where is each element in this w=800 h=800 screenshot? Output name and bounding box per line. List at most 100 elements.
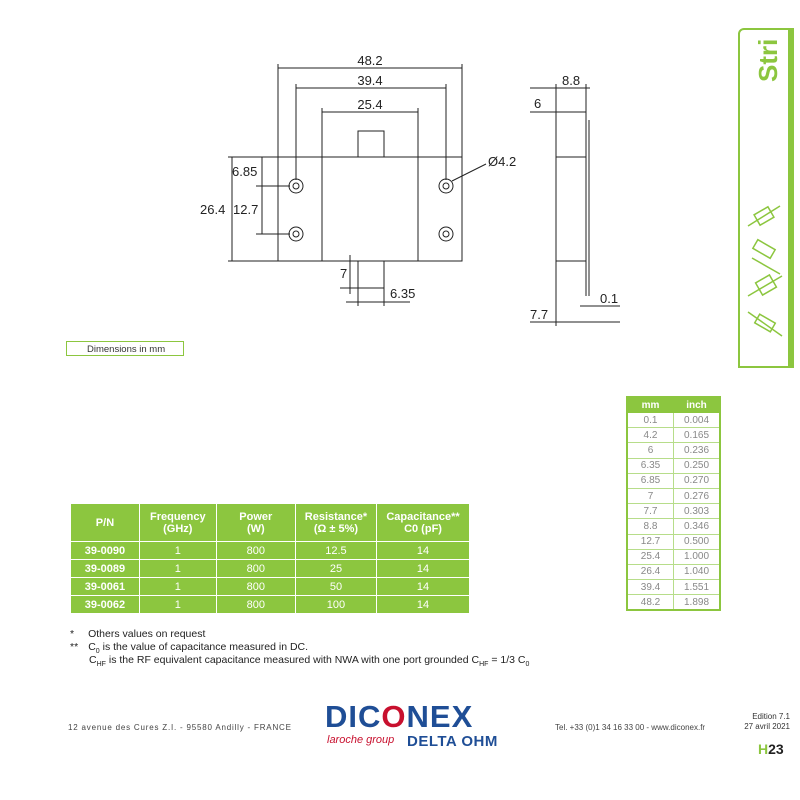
cell-inch: 0.276 xyxy=(673,487,721,505)
mechanical-drawing: 48.2 39.4 25.4 6.85 26.4 12.7 Ø4.2 7 6.3… xyxy=(200,53,620,326)
cell-inch: 0.500 xyxy=(673,533,721,550)
dim-7-7: 7.7 xyxy=(530,307,548,322)
cell-pn: 39-0062 xyxy=(70,595,140,614)
cell-resistance: 50 xyxy=(294,577,378,596)
footnote-1: *Others values on request xyxy=(70,628,206,640)
cell-frequency: 1 xyxy=(138,559,217,578)
header-mm: mm xyxy=(626,396,674,413)
cell-capacitance: 14 xyxy=(376,595,470,614)
cell-inch: 1.000 xyxy=(673,548,721,565)
cell-frequency: 1 xyxy=(138,541,217,560)
cell-mm: 39.4 xyxy=(626,579,674,596)
cell-inch: 0.303 xyxy=(673,503,721,520)
dimensions-note: Dimensions in mm xyxy=(66,341,184,356)
cell-inch: 0.346 xyxy=(673,518,721,535)
edition-date: 27 avril 2021 xyxy=(744,722,790,731)
cell-resistance: 100 xyxy=(294,595,378,614)
cell-mm: 4.2 xyxy=(626,427,674,444)
edition-label: Edition 7.1 xyxy=(752,712,790,721)
page-number: H23 xyxy=(758,741,784,757)
cell-mm: 8.8 xyxy=(626,518,674,535)
cell-pn: 39-0090 xyxy=(70,541,140,560)
logo-subtitle: laroche group xyxy=(327,734,395,746)
footer-address: 12 avenue des Cures Z.I. - 95580 Andilly… xyxy=(68,723,292,732)
cell-pn: 39-0061 xyxy=(70,577,140,596)
dim-26-4: 26.4 xyxy=(200,202,225,217)
cell-power: 800 xyxy=(215,577,296,596)
cell-frequency: 1 xyxy=(138,577,217,596)
cell-mm: 0.1 xyxy=(626,411,674,429)
cell-inch: 1.551 xyxy=(673,579,721,596)
dim-6: 6 xyxy=(534,96,541,111)
cell-capacitance: 14 xyxy=(376,559,470,578)
dim-6-35: 6.35 xyxy=(390,286,415,301)
footnote-2: **C0 is the value of capacitance measure… xyxy=(70,641,309,656)
header-capacitance: Capacitance**C0 (pF) xyxy=(376,503,470,542)
dim-8-8: 8.8 xyxy=(562,73,580,88)
cell-mm: 7 xyxy=(626,487,674,505)
cell-resistance: 12.5 xyxy=(294,541,378,560)
dim-12-7: 12.7 xyxy=(233,202,258,217)
cell-mm: 6.85 xyxy=(626,472,674,489)
footer-contact: Tel. +33 (0)1 34 16 33 00 - www.diconex.… xyxy=(555,723,706,732)
cell-mm: 12.7 xyxy=(626,533,674,550)
section-side-tab xyxy=(738,28,794,368)
cell-inch: 1.040 xyxy=(673,563,721,581)
diconex-logo: DICONEX xyxy=(325,699,474,734)
header-inch: inch xyxy=(673,396,721,413)
cell-inch: 0.004 xyxy=(673,411,721,429)
dim-6-85: 6.85 xyxy=(232,164,257,179)
dim-48-2: 48.2 xyxy=(357,53,382,68)
component-icons xyxy=(747,205,783,337)
logo-delta-ohm: DELTA OHM xyxy=(407,733,498,750)
header-power: Power(W) xyxy=(215,503,296,542)
cell-mm: 25.4 xyxy=(626,548,674,565)
cell-frequency: 1 xyxy=(138,595,217,614)
cell-mm: 7.7 xyxy=(626,503,674,520)
cell-inch: 0.236 xyxy=(673,442,721,459)
header-frequency: Frequency(GHz) xyxy=(138,503,217,542)
cell-power: 800 xyxy=(215,559,296,578)
dim-7: 7 xyxy=(340,266,347,281)
cell-power: 800 xyxy=(215,541,296,560)
cell-power: 800 xyxy=(215,595,296,614)
cell-mm: 6.35 xyxy=(626,457,674,474)
header-resistance: Resistance*(Ω ± 5%) xyxy=(294,503,378,542)
dim-39-4: 39.4 xyxy=(357,73,382,88)
product-table: P/N Frequency(GHz) Power(W) Resistance*(… xyxy=(70,503,470,614)
footnote-3: CHF is the RF equivalent capacitance mea… xyxy=(89,654,530,669)
cell-capacitance: 14 xyxy=(376,577,470,596)
cell-capacitance: 14 xyxy=(376,541,470,560)
cell-inch: 0.270 xyxy=(673,472,721,489)
cell-mm: 48.2 xyxy=(626,594,674,611)
dim-hole: Ø4.2 xyxy=(488,154,516,169)
side-tab-label: Stri xyxy=(753,38,783,82)
cell-mm: 26.4 xyxy=(626,563,674,581)
cell-pn: 39-0089 xyxy=(70,559,140,578)
dim-25-4: 25.4 xyxy=(357,97,382,112)
dim-0-1: 0.1 xyxy=(600,291,618,306)
cell-mm: 6 xyxy=(626,442,674,459)
header-pn: P/N xyxy=(70,503,140,542)
cell-resistance: 25 xyxy=(294,559,378,578)
cell-inch: 0.165 xyxy=(673,427,721,444)
cell-inch: 1.898 xyxy=(673,594,721,611)
